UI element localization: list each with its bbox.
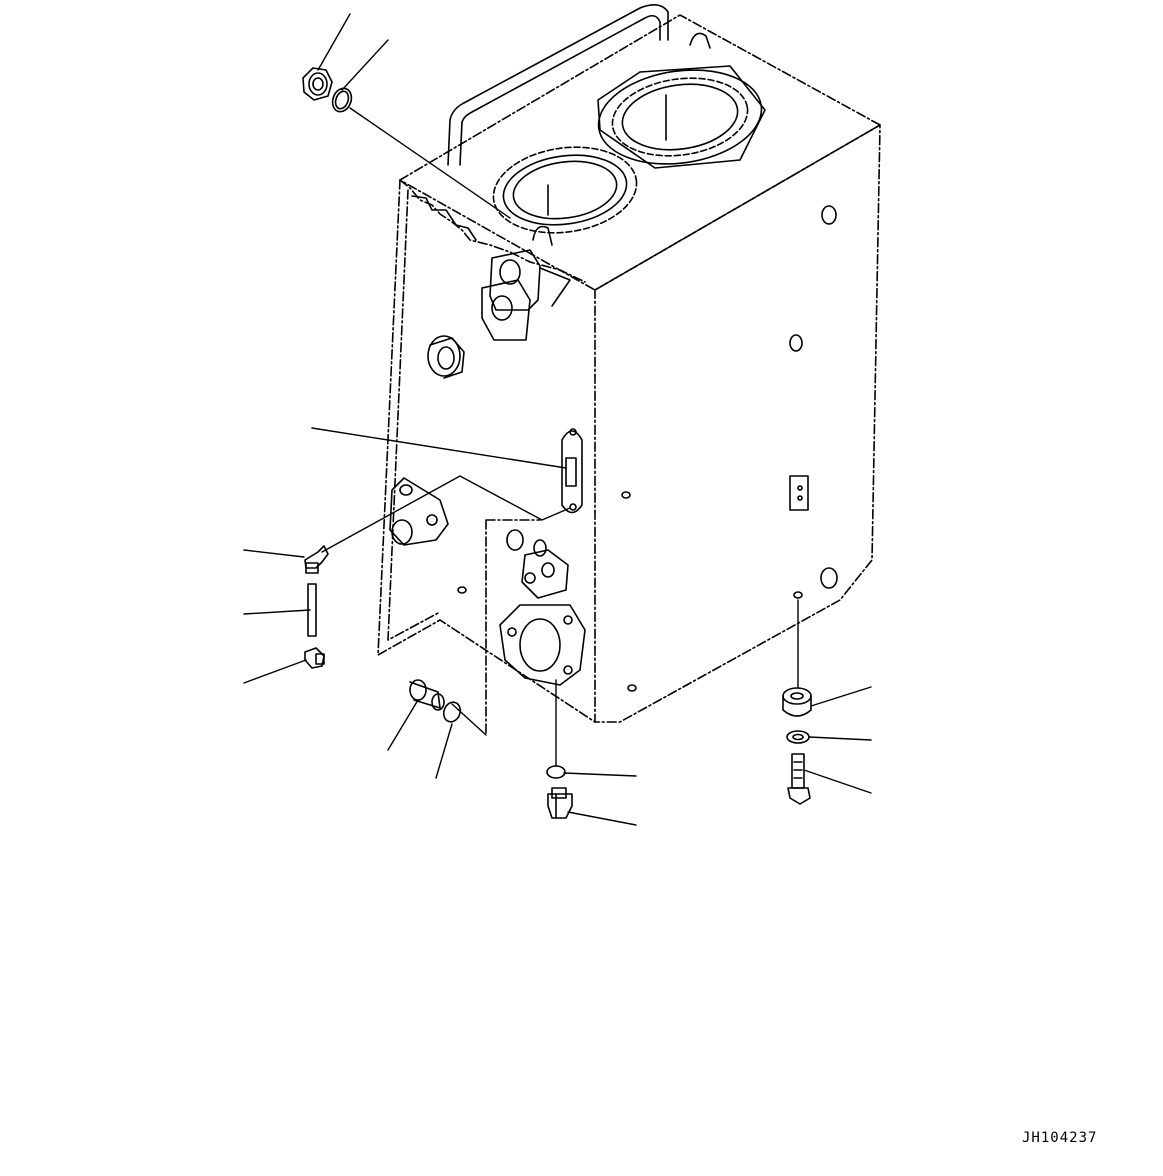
leader-o-ring-top [342, 40, 388, 90]
filler-cap [303, 68, 332, 100]
sight-gauge [562, 429, 582, 513]
leader-elbow-upper [244, 550, 304, 557]
leader-elbow-lower [244, 660, 306, 683]
leader-plug-to-frame [452, 704, 486, 735]
leader-drain-plug [568, 812, 636, 825]
leader-washer [809, 737, 871, 740]
elbow-fitting-lower [305, 648, 324, 668]
elbow-fitting-upper [305, 546, 328, 573]
leader-tube [244, 610, 310, 614]
tank-left-face [378, 180, 595, 722]
o-ring-plug [441, 700, 463, 724]
leader-o-ring-plug [436, 724, 452, 778]
spacer [783, 688, 811, 716]
return-port-flange [390, 478, 448, 545]
tank-right-face [595, 125, 880, 722]
washer [787, 731, 809, 743]
leader-bolt [804, 770, 871, 793]
top-breather-pipe [448, 5, 668, 165]
leader-lines [244, 14, 871, 825]
leader-plug [388, 700, 418, 750]
leader-sight-gauge [312, 428, 566, 468]
leader-elbow-to-flange [322, 476, 570, 552]
side-flange-block [482, 250, 570, 340]
left-boss [428, 336, 464, 378]
hydraulic-tank [378, 5, 880, 735]
leader-spacer [811, 687, 871, 706]
rear-port-flange [592, 60, 767, 174]
suction-port-flange [500, 530, 585, 685]
front-port-flange [488, 138, 642, 241]
drawing-code: JH104237 [1022, 1130, 1098, 1146]
drain-plug [548, 788, 572, 818]
o-ring-drain [547, 766, 565, 778]
o-ring-top [329, 86, 354, 115]
leader-o-ring-drain [564, 773, 636, 776]
leader-filler-cap [318, 14, 350, 70]
leader-o-ring-top-to-port [350, 108, 510, 218]
bolt [788, 754, 810, 804]
